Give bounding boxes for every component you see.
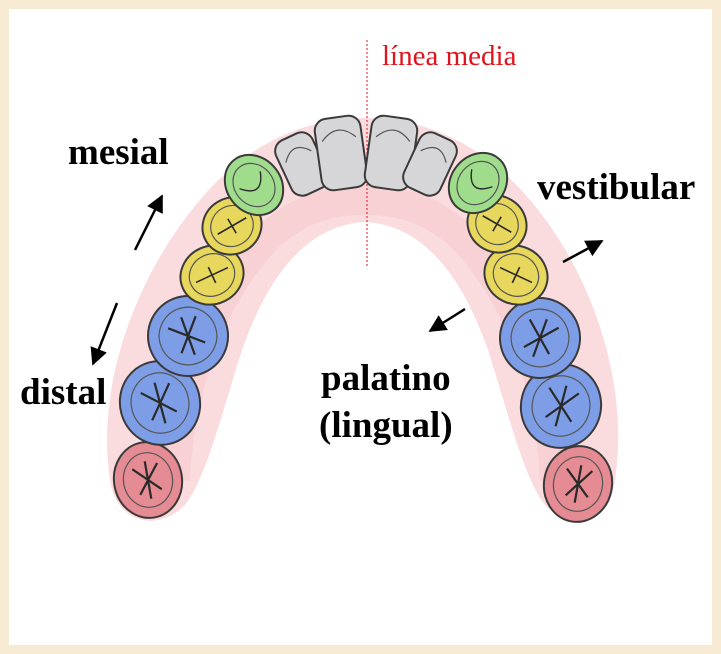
- palatino-arrow: [430, 309, 465, 331]
- vestibular-arrow: [563, 241, 602, 262]
- mesial-arrow: [135, 196, 162, 250]
- midline-label: línea media: [382, 40, 516, 73]
- central-incisor-left: [313, 114, 369, 192]
- vestibular-label: vestibular: [537, 166, 695, 209]
- palatino-label: palatino (lingual): [319, 355, 453, 449]
- lingual-text: (lingual): [319, 402, 453, 449]
- palatino-text: palatino: [319, 355, 453, 402]
- mesial-label: mesial: [68, 131, 169, 174]
- distal-arrow: [93, 303, 117, 364]
- distal-label: distal: [20, 371, 106, 414]
